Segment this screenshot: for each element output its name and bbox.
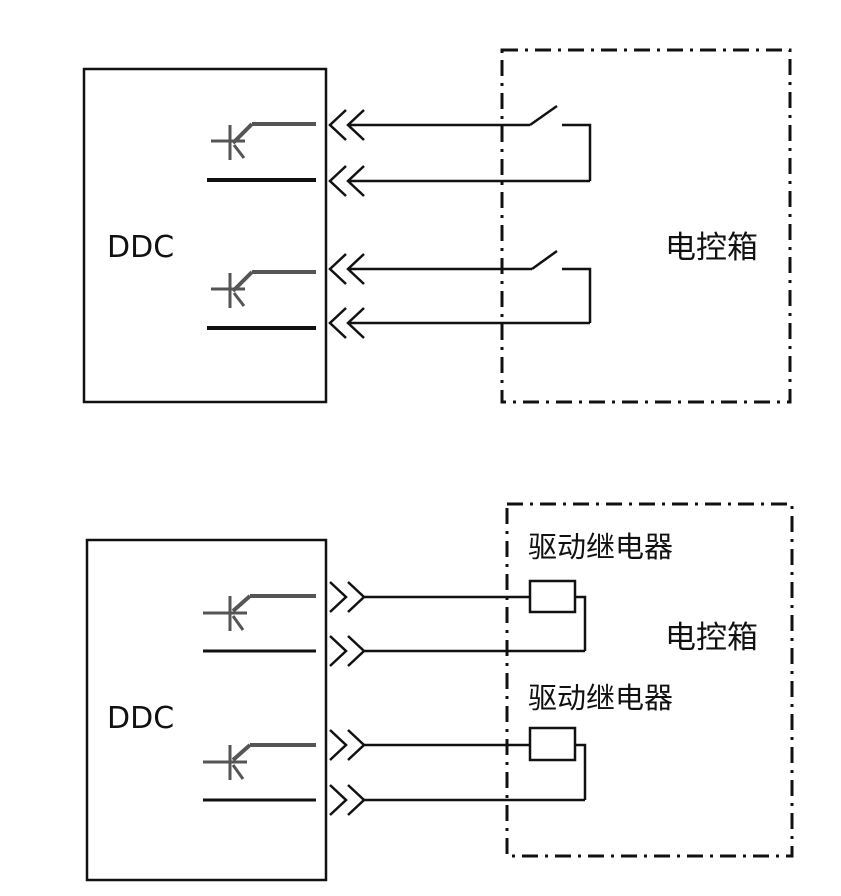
relay-coil [528, 726, 577, 762]
relay-label-2: 驱动继电器 [528, 681, 673, 715]
cabinet-wiring [350, 249, 592, 325]
connector-symbol [329, 729, 366, 816]
cabinet-wiring [364, 579, 587, 653]
ddc-box-bottom [85, 538, 328, 882]
transistor-symbol [211, 270, 316, 308]
cabinet-wiring [364, 726, 587, 802]
ddc-label-bottom: DDC [107, 701, 174, 736]
connector-symbol [328, 253, 365, 339]
ddc-label-top: DDC [107, 230, 174, 265]
transistor-symbol [211, 122, 316, 160]
cabinet-label-bottom: 电控箱 [665, 620, 758, 656]
transistor-symbol [203, 743, 316, 780]
control-cabinet-bottom [505, 502, 794, 858]
ddc-box-top [82, 67, 328, 404]
relay-coil [528, 579, 577, 614]
connector-symbol [328, 109, 365, 197]
cabinet-wiring [350, 104, 592, 183]
cabinet-label-top: 电控箱 [665, 230, 758, 266]
top-diagram: DDC 电控箱 [82, 48, 792, 404]
switch-contact [529, 104, 558, 127]
connector-symbol [329, 581, 366, 667]
switch-contact [531, 249, 558, 271]
transistor-symbol [203, 594, 316, 631]
control-cabinet-top [500, 48, 792, 404]
bottom-diagram: DDC 电控箱 驱动继电器 驱动继电器 [85, 502, 794, 882]
relay-label-1: 驱动继电器 [528, 530, 673, 564]
